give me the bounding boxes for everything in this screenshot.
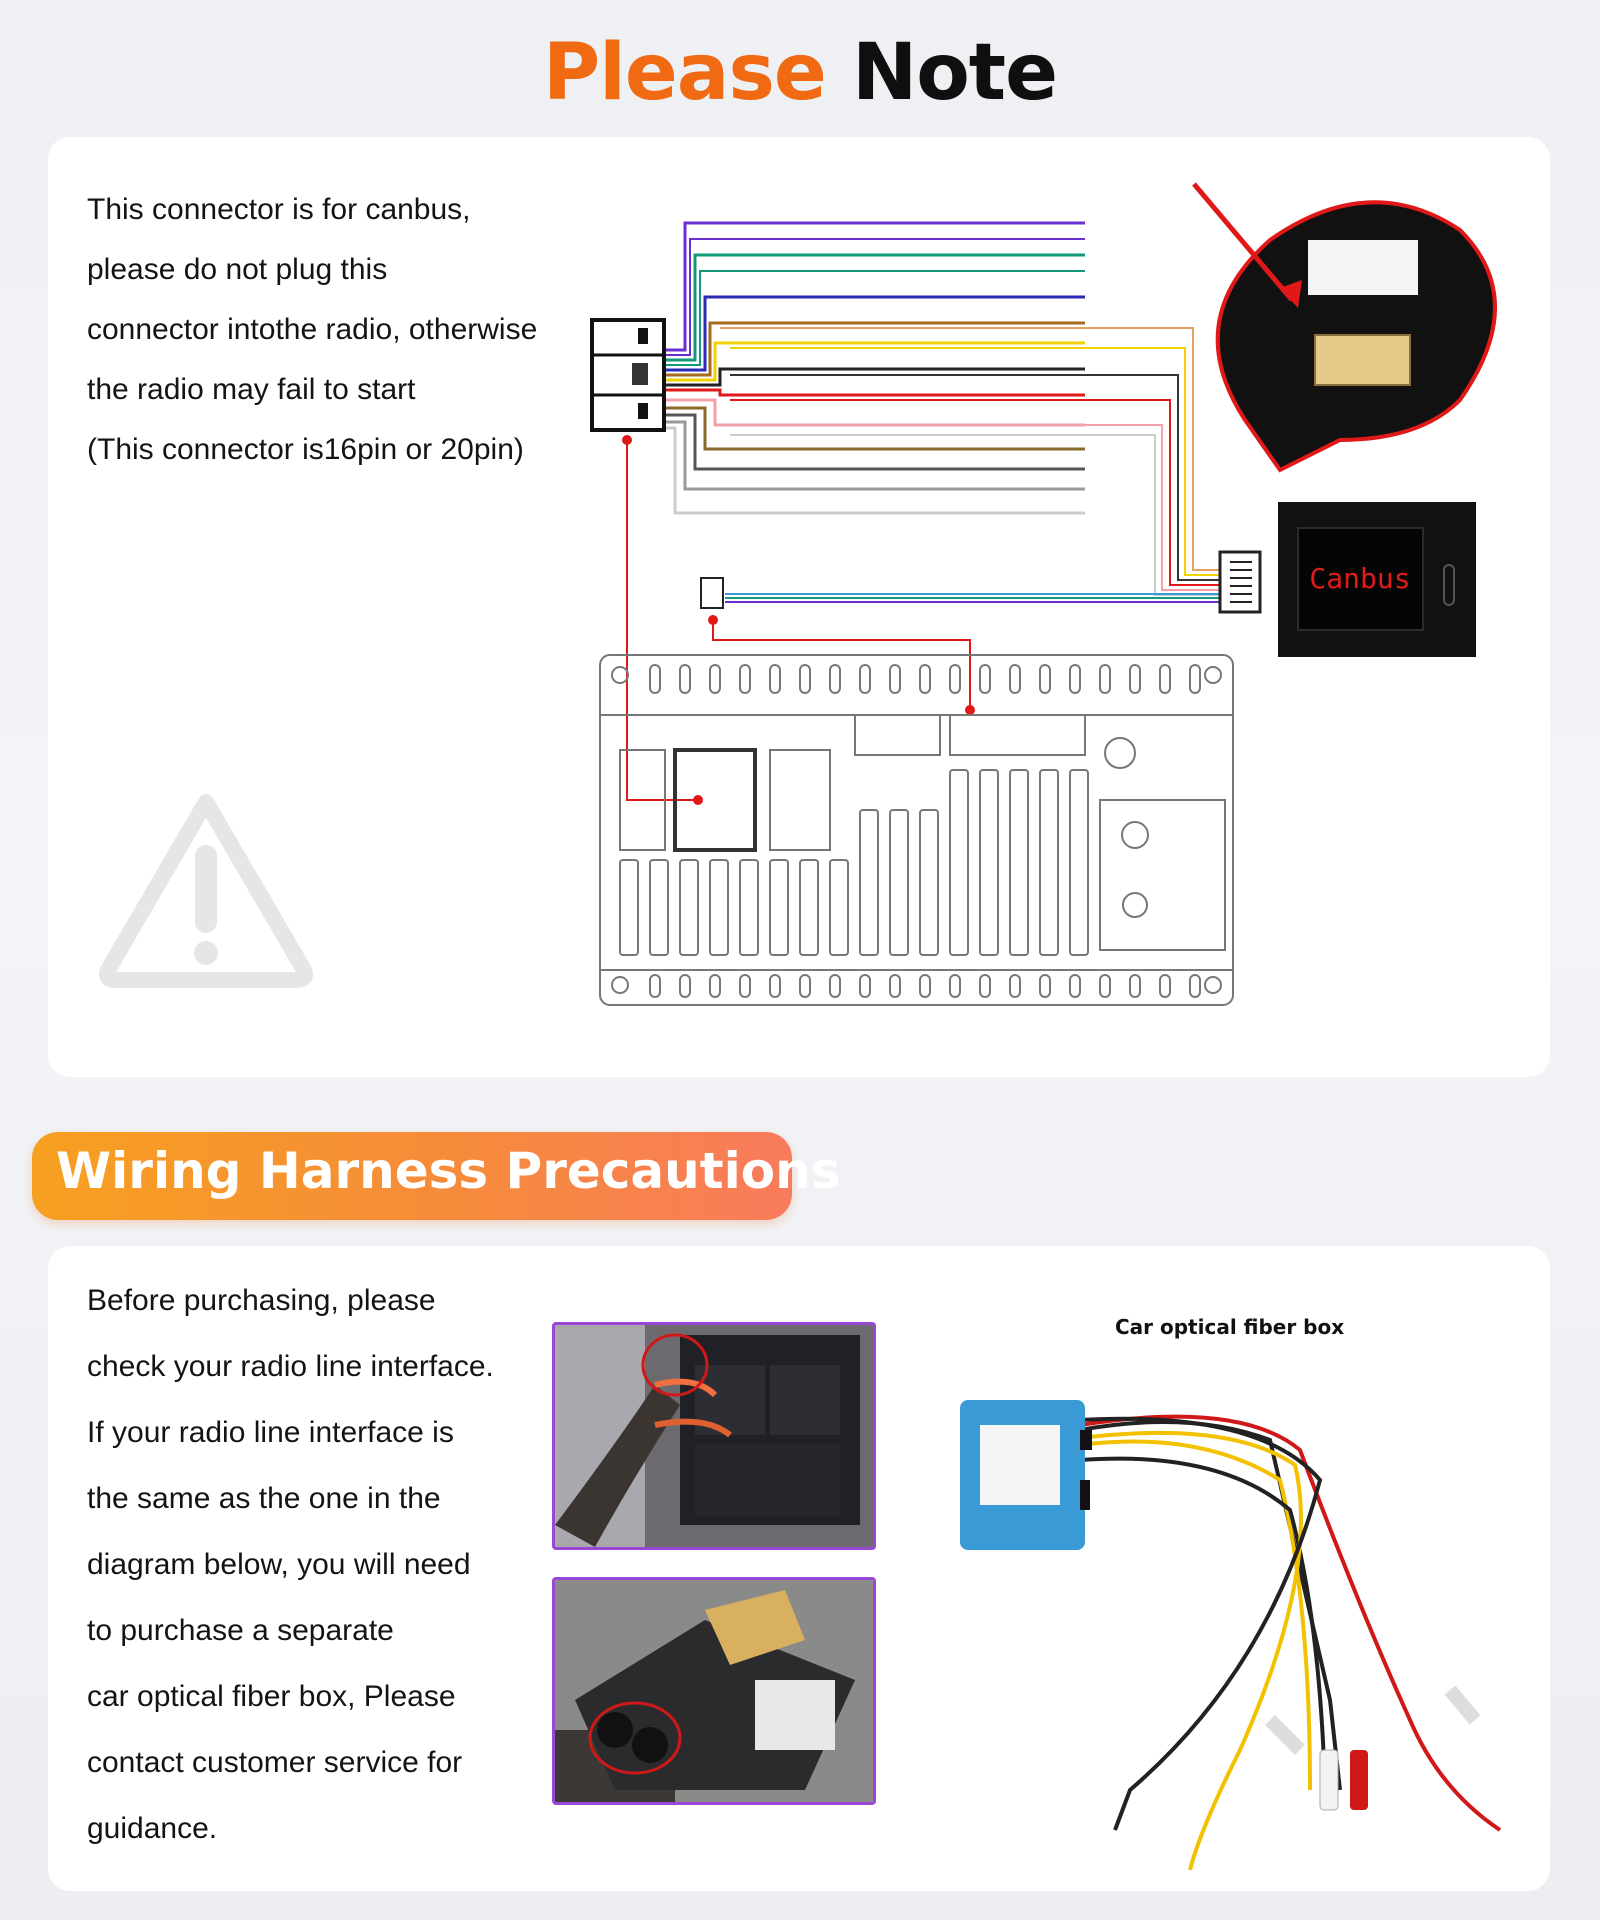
precaution-line: Before purchasing, please — [87, 1284, 436, 1317]
radio-interface-photo-2 — [552, 1577, 876, 1805]
note-line: (This connector is16pin or 20pin) — [87, 433, 524, 466]
precaution-line: check your radio line interface. — [87, 1350, 494, 1383]
fiber-box-label: Car optical fiber box — [1115, 1315, 1345, 1339]
canbus-label: Canbus — [1309, 562, 1410, 595]
note-line: This connector is for canbus, — [87, 193, 471, 226]
precaution-line: contact customer service for — [87, 1746, 463, 1779]
warning-icon — [99, 794, 313, 988]
precaution-line: diagram below, you will need — [87, 1548, 471, 1581]
precaution-line: the same as the one in the — [87, 1482, 441, 1515]
section-heading-pill: Wiring Harness Precautions — [32, 1132, 841, 1220]
arrow-icon — [1192, 182, 1294, 302]
note-line: please do not plug this — [87, 253, 388, 286]
precaution-line: If your radio line interface is — [87, 1416, 454, 1449]
radio-interface-photo-1 — [552, 1322, 876, 1550]
note-line: the radio may fail to start — [87, 373, 416, 406]
precautions-text: Before purchasing, please check your rad… — [87, 1276, 494, 1870]
page-title: Please Note — [0, 28, 1600, 118]
precaution-line: guidance. — [87, 1812, 218, 1845]
note-text: This connector is for canbus, please do … — [87, 186, 537, 486]
section-heading: Wiring Harness Precautions — [56, 1142, 841, 1200]
wiring-diagram: Canbus — [590, 182, 1497, 1006]
note-line: connector intothe radio, otherwise — [87, 313, 538, 346]
connector-icon — [590, 318, 666, 432]
precaution-line: car optical fiber box, Please — [87, 1680, 456, 1713]
title-rest: Note — [851, 28, 1058, 118]
precaution-line: to purchase a separate — [87, 1614, 394, 1647]
fiber-box-image — [960, 1400, 1502, 1870]
title-accent: Please — [543, 28, 827, 118]
